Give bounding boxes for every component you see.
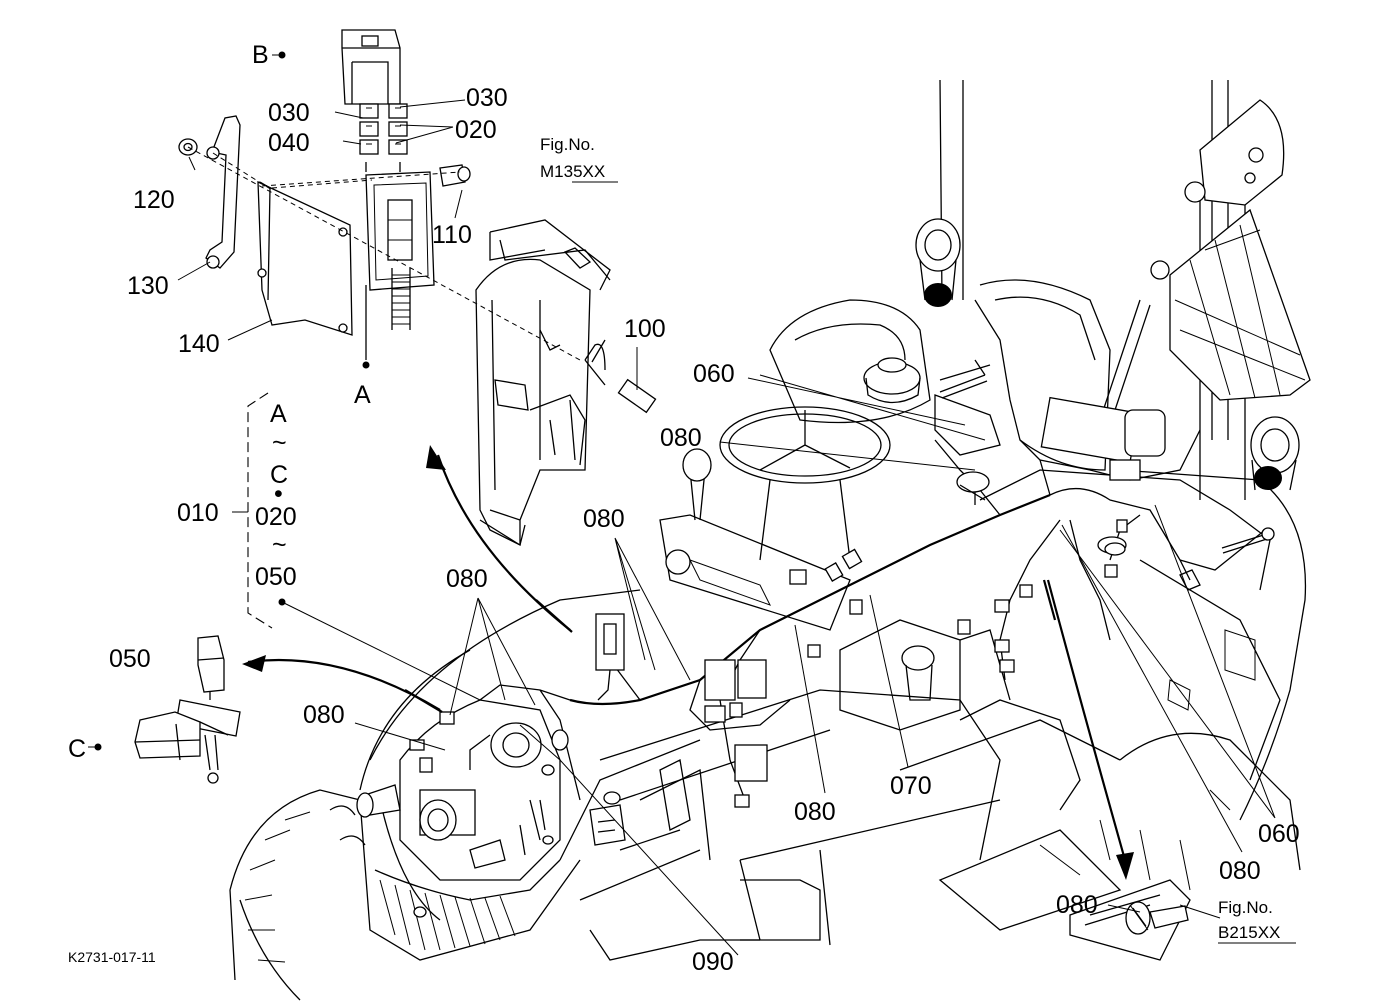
callout-120: 120 — [133, 186, 175, 214]
bracket-b215 — [1069, 879, 1191, 961]
range-start: A — [270, 400, 287, 428]
letter-b: B — [252, 41, 269, 69]
callout-080-hood: 080 — [446, 565, 488, 593]
range-bracket — [232, 392, 273, 629]
diagram-labels: B A C 030 030 040 020 120 130 110 140 10… — [68, 41, 1300, 976]
callout-070: 070 — [890, 772, 932, 800]
callout-020: 020 — [455, 116, 497, 144]
work-lights — [915, 218, 1300, 491]
panel-bracket — [475, 219, 611, 547]
callout-080-steering: 080 — [660, 424, 702, 452]
range-020: 020 — [255, 503, 297, 531]
callout-100: 100 — [624, 315, 666, 343]
callout-040: 040 — [268, 129, 310, 157]
callout-080-dash: 080 — [583, 505, 625, 533]
callout-090: 090 — [692, 948, 734, 976]
engine-components — [356, 699, 626, 918]
diagram-code: K2731-017-11 — [68, 949, 156, 965]
range-050: 050 — [255, 563, 297, 591]
callout-110: 110 — [432, 221, 472, 249]
reference-dots — [94, 51, 286, 751]
leader-lines — [88, 54, 1296, 956]
callout-080-engine: 080 — [303, 701, 345, 729]
assembly-arrows — [242, 445, 1134, 880]
range-dot: • — [274, 480, 283, 508]
callout-060-top: 060 — [693, 360, 735, 388]
fig-ref-prefix-top: Fig.No. — [540, 135, 595, 154]
fig-ref-prefix-bottom: Fig.No. — [1218, 898, 1273, 917]
callout-010: 010 — [177, 499, 219, 527]
range-tilde-2: ~ — [272, 531, 287, 559]
fuse-box-assembly — [178, 29, 581, 369]
relay-assembly — [134, 635, 241, 784]
tractor-outline — [229, 79, 1311, 1001]
fig-ref-number-top: M135XX — [540, 162, 605, 181]
callout-050: 050 — [109, 645, 151, 673]
range-tilde-1: ~ — [272, 429, 287, 457]
callout-130: 130 — [127, 272, 169, 300]
callout-060-right: 060 — [1258, 820, 1300, 848]
callout-080-lower-right: 080 — [1056, 891, 1098, 919]
fig-ref-number-bottom: B215XX — [1218, 923, 1280, 942]
callout-140: 140 — [178, 330, 220, 358]
letter-a: A — [354, 381, 371, 409]
callout-080-right: 080 — [1219, 857, 1261, 885]
letter-c: C — [68, 735, 86, 763]
callout-080-mid: 080 — [794, 798, 836, 826]
harness-components — [584, 339, 1275, 808]
range-c: C — [270, 461, 288, 489]
callout-030-left: 030 — [268, 99, 310, 127]
callout-030-right: 030 — [466, 84, 508, 112]
